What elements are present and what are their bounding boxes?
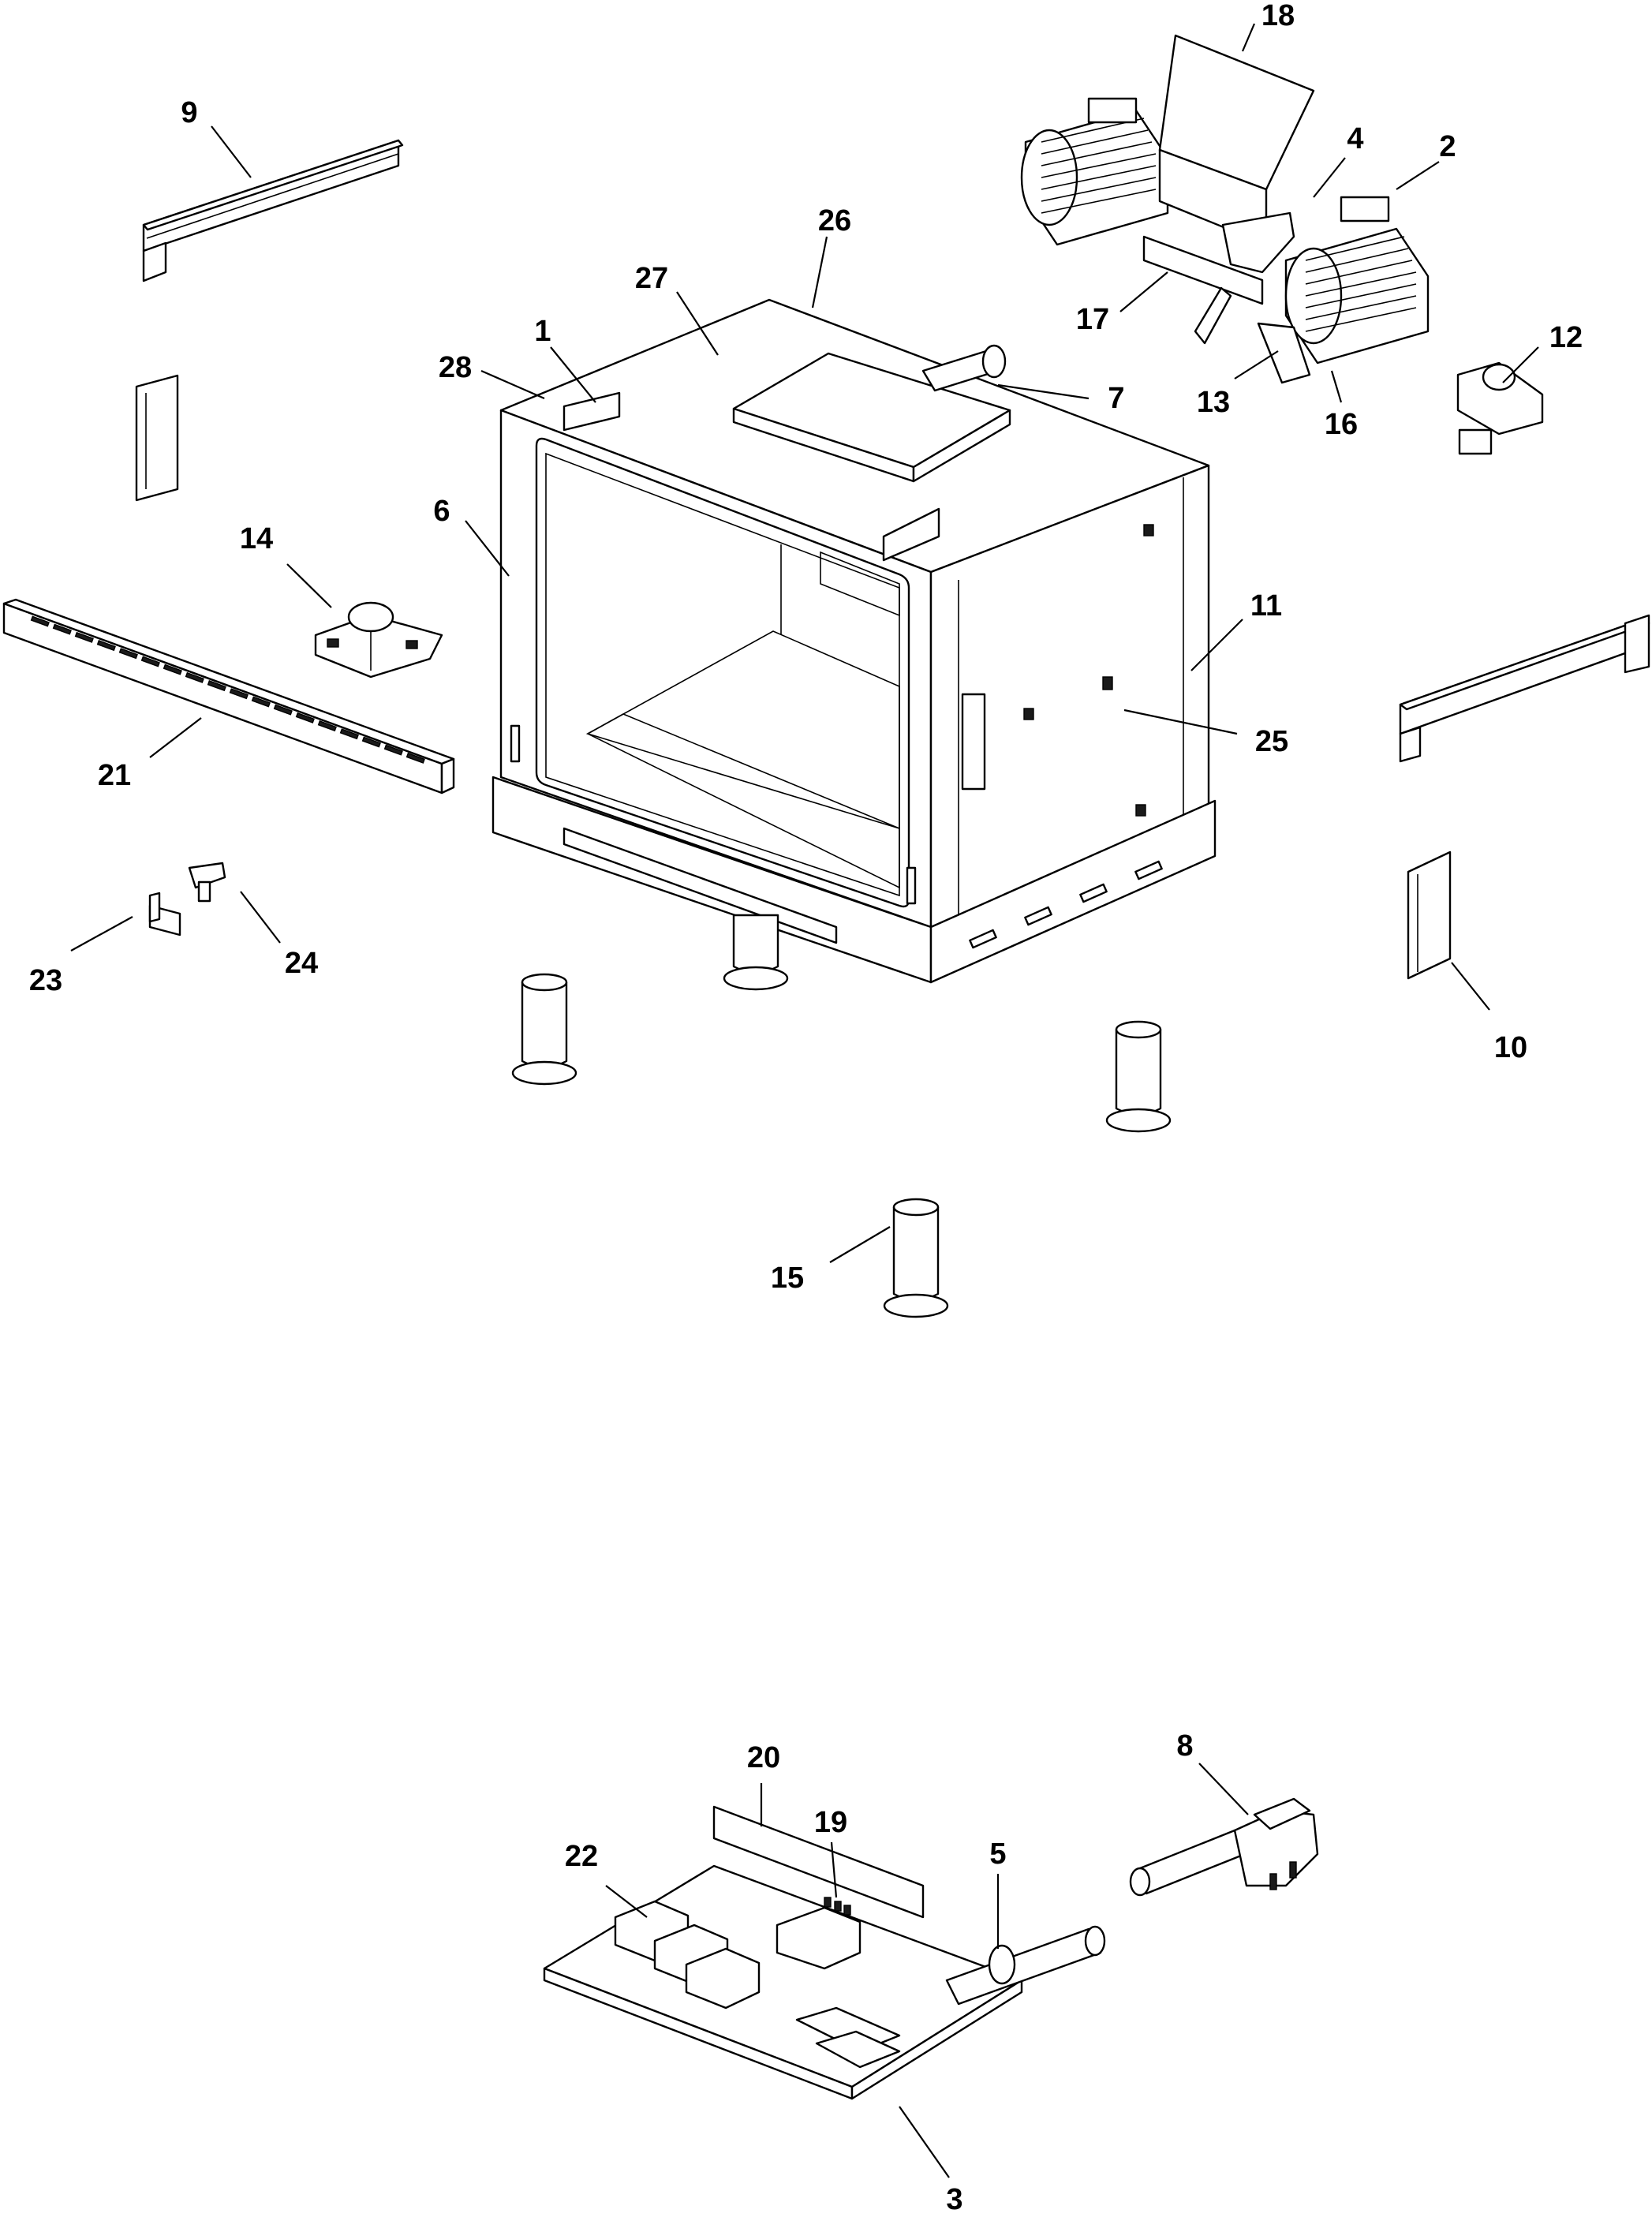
- part-thermostat: [1456, 361, 1544, 455]
- callout-23: 23: [29, 964, 62, 997]
- part-clip-23: [148, 892, 181, 937]
- callout-13: 13: [1197, 386, 1230, 419]
- callout-21: 21: [98, 759, 131, 792]
- cavity-assembly: [491, 298, 1217, 984]
- callout-20: 20: [747, 1741, 780, 1774]
- grille-slot: [185, 671, 204, 683]
- grille-slot: [339, 728, 359, 740]
- callout-1: 1: [534, 315, 551, 348]
- callout-22: 22: [565, 1840, 598, 1873]
- callout-8: 8: [1176, 1729, 1193, 1763]
- grille-slot: [251, 696, 271, 708]
- foot-front-left: [511, 973, 577, 1086]
- callout-5: 5: [989, 1838, 1006, 1871]
- callout-18: 18: [1261, 0, 1295, 32]
- grille-slot: [406, 752, 425, 764]
- part-bracket-right: [1407, 851, 1452, 980]
- callout-10: 10: [1494, 1031, 1527, 1064]
- grille-slot: [96, 640, 116, 652]
- grille-slot: [295, 712, 315, 723]
- foot-rear: [723, 914, 789, 991]
- part-vent-grille: [2, 598, 455, 794]
- callout-7: 7: [1108, 382, 1124, 415]
- part-flap: [1194, 211, 1311, 384]
- grille-slot: [383, 744, 403, 756]
- part-switch-left: [314, 601, 443, 679]
- part-clip-24: [188, 862, 226, 903]
- callout-15: 15: [771, 1262, 804, 1295]
- grille-slot: [273, 704, 293, 716]
- foot-front-center: [883, 1198, 949, 1318]
- grille-slot: [52, 623, 72, 635]
- power-plug: [1129, 1797, 1319, 1897]
- grille-slot: [229, 688, 249, 700]
- grille-slot: [317, 720, 337, 732]
- callout-11: 11: [1250, 589, 1282, 622]
- grille-slot: [163, 664, 182, 675]
- callout-25: 25: [1255, 725, 1288, 758]
- fan-motor-right: [1284, 196, 1430, 365]
- grille-slot: [30, 615, 50, 627]
- callout-26: 26: [818, 204, 851, 237]
- part-rail-top-left: [142, 139, 404, 282]
- callout-17: 17: [1076, 303, 1109, 336]
- leader-lines: [70, 23, 1539, 2178]
- grille-slot: [361, 736, 381, 748]
- grille-slot: [74, 631, 94, 643]
- callout-16: 16: [1325, 408, 1358, 441]
- control-board-assembly: [543, 1805, 1106, 2100]
- callout-19: 19: [814, 1806, 847, 1839]
- callout-6: 6: [433, 495, 450, 528]
- callout-2: 2: [1439, 130, 1456, 163]
- callout-4: 4: [1347, 122, 1363, 155]
- part-air-duct: [1142, 34, 1315, 305]
- callout-labels: 9 18 2 4 26 27 1 28 7 12 17 13 16 6 14 1…: [29, 0, 1583, 2216]
- callout-3: 3: [946, 2183, 962, 2216]
- callout-12: 12: [1549, 321, 1583, 354]
- callout-9: 9: [181, 96, 197, 129]
- callout-14: 14: [240, 522, 273, 555]
- part-rail-right: [1399, 614, 1650, 763]
- part-bracket-left: [135, 374, 179, 502]
- grille-slot: [207, 680, 226, 692]
- grille-slot: [118, 648, 138, 660]
- fan-motor-left: [1020, 97, 1169, 246]
- callout-24: 24: [285, 947, 318, 980]
- callout-28: 28: [439, 351, 472, 384]
- callout-27: 27: [635, 262, 668, 295]
- grille-slot: [140, 656, 160, 667]
- foot-right: [1105, 1020, 1172, 1133]
